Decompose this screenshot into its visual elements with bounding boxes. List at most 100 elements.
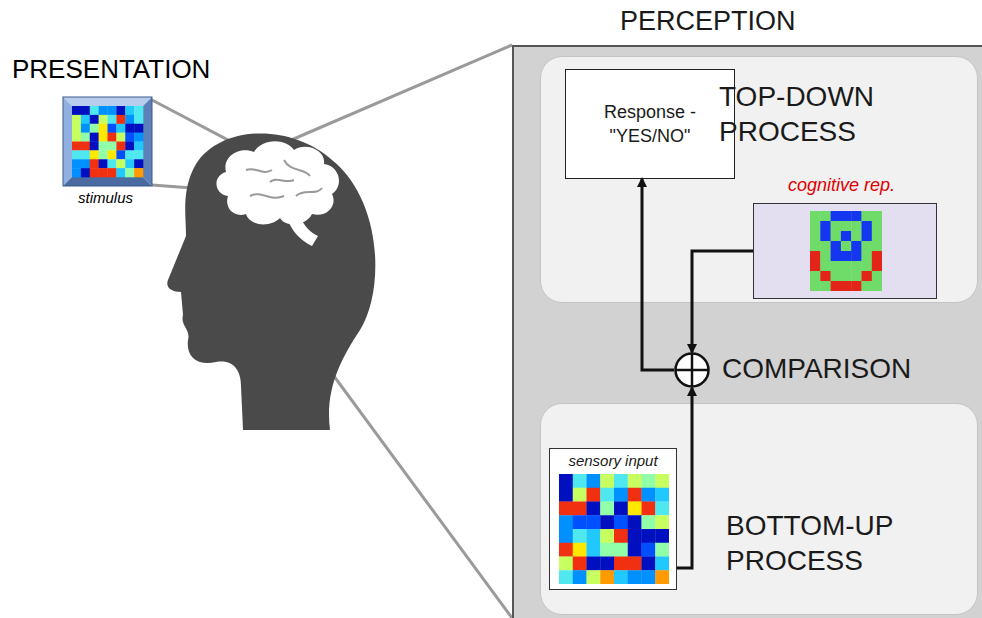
pixel	[99, 106, 108, 115]
process-panel: BOTTOM-UP PROCESSsensory input	[540, 403, 978, 615]
pixel	[72, 142, 81, 151]
pixel	[573, 502, 587, 516]
comparison-node: COMPARISON	[674, 352, 710, 388]
panel-heading: BOTTOM-UP PROCESS	[726, 508, 966, 578]
pixel	[851, 271, 862, 281]
pixel	[841, 261, 852, 271]
pixel	[851, 241, 862, 251]
pixel	[851, 211, 862, 221]
sum-symbol	[674, 352, 710, 388]
flow-arrow	[692, 251, 753, 352]
pixel	[655, 570, 669, 584]
pixel	[642, 557, 656, 571]
pixel	[108, 168, 117, 177]
pixel	[116, 115, 125, 124]
pixel	[628, 488, 642, 502]
pixel	[81, 133, 90, 142]
pixel	[573, 543, 587, 557]
pixel	[587, 515, 601, 529]
panel-heading: TOP-DOWN PROCESS	[719, 79, 949, 149]
pixel	[99, 124, 108, 133]
pixel	[628, 543, 642, 557]
pixel	[90, 133, 99, 142]
pixel	[820, 261, 831, 271]
pixel	[614, 474, 628, 488]
pixel	[99, 168, 108, 177]
pixel	[831, 271, 842, 281]
pixel	[125, 124, 134, 133]
pixel	[810, 271, 821, 281]
pixel	[99, 115, 108, 124]
pixel	[125, 133, 134, 142]
pixel	[655, 557, 669, 571]
flow-arrow	[642, 179, 674, 370]
pixel	[72, 115, 81, 124]
process-panel: TOP-DOWN PROCESSResponse - "YES/NO" cogni…	[540, 56, 978, 303]
pixel	[872, 211, 882, 221]
pixel	[642, 543, 656, 557]
pixel	[655, 488, 669, 502]
pixel	[872, 241, 882, 251]
pixel	[81, 115, 90, 124]
pixel	[831, 211, 842, 221]
pixel	[862, 271, 873, 281]
pixel	[872, 261, 882, 271]
pixel	[831, 251, 842, 261]
pixel	[587, 474, 601, 488]
pixel	[134, 124, 143, 133]
pixel	[642, 474, 656, 488]
pixel	[81, 142, 90, 151]
pixel	[628, 557, 642, 571]
brain-icon	[216, 141, 339, 246]
pixel	[573, 488, 587, 502]
bevel	[63, 177, 152, 186]
pixel	[655, 515, 669, 529]
brain-stem	[286, 214, 318, 246]
pixel	[820, 241, 831, 251]
pixel	[587, 557, 601, 571]
box-heading: cognitive rep.	[788, 175, 895, 196]
image-caption: stimulus	[78, 189, 133, 206]
pixel	[573, 529, 587, 543]
node-label: COMPARISON	[722, 353, 911, 385]
pixel	[108, 142, 117, 151]
pixel	[559, 557, 573, 571]
pixel	[872, 281, 882, 291]
pixel	[559, 570, 573, 584]
pixel	[134, 133, 143, 142]
pixel	[614, 488, 628, 502]
pixel	[862, 261, 873, 271]
perception-panel: PERCEPTIONTOP-DOWN PROCESSResponse - "YE…	[512, 45, 982, 618]
pixel	[841, 271, 852, 281]
pixel	[72, 106, 81, 115]
pixel	[116, 133, 125, 142]
pixel	[116, 159, 125, 168]
sum-circle	[676, 354, 709, 387]
pixel	[125, 150, 134, 159]
stimulus-frame	[63, 97, 152, 186]
pixel	[72, 168, 81, 177]
pixel	[587, 543, 601, 557]
pixel	[831, 221, 842, 231]
pixel	[851, 221, 862, 231]
pixel	[134, 168, 143, 177]
head-silhouette	[167, 133, 375, 430]
pixel	[831, 281, 842, 291]
pixel	[628, 529, 642, 543]
pixel	[99, 133, 108, 142]
pixel	[810, 231, 821, 241]
pixel	[108, 133, 117, 142]
pixel	[820, 281, 831, 291]
pixel	[559, 543, 573, 557]
pixel	[72, 124, 81, 133]
pixel	[810, 281, 821, 291]
pixel	[642, 529, 656, 543]
pixel	[134, 115, 143, 124]
pixel	[862, 221, 873, 231]
pixel	[134, 159, 143, 168]
pixel	[573, 570, 587, 584]
stimulus-pixels	[72, 106, 143, 177]
box-text: Response - "YES/NO"	[574, 100, 726, 149]
flow-arrow	[677, 388, 692, 568]
pixel	[831, 241, 842, 251]
